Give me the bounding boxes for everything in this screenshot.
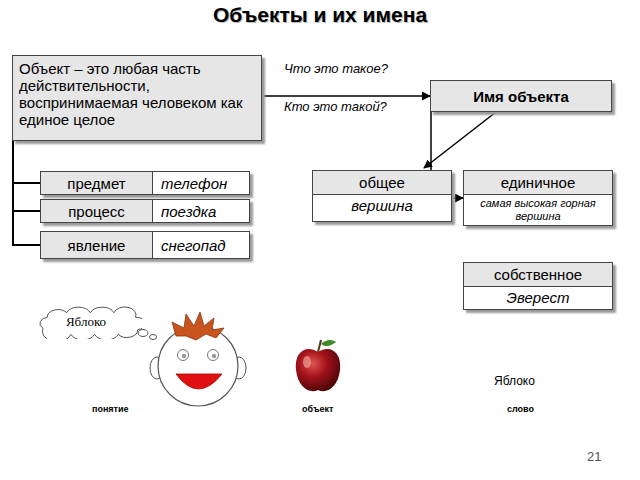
node-heading: Объект – это любая часть действительност…: [19, 60, 255, 128]
example-row: предметтелефон: [40, 171, 250, 195]
node-body: телефон: [153, 172, 249, 194]
bracket-line: [13, 141, 40, 211]
word-label: Яблоко: [494, 374, 535, 388]
arrow-connector: [262, 95, 430, 97]
question-label: Кто это такой?: [284, 99, 387, 114]
thought-cloud: Яблоко: [30, 305, 142, 339]
bracket-line: [13, 141, 40, 183]
node-heading: Яблоко: [66, 314, 106, 330]
node-body: Эверест: [464, 287, 612, 308]
node-heading: Имя объекта: [473, 88, 569, 105]
node-body: снегопад: [153, 232, 249, 258]
name-type-box: единичноесамая высокая горная вершина: [463, 170, 613, 226]
face-figure: [150, 312, 246, 406]
page-number: 21: [587, 449, 601, 464]
definition-box: Объект – это любая часть действительност…: [12, 55, 262, 141]
bracket-line: [13, 141, 40, 245]
node-heading: процесс: [41, 200, 153, 222]
caption-label: понятие: [92, 404, 129, 414]
node-heading: собственное: [464, 263, 612, 287]
name-type-box: собственноеЭверест: [463, 262, 613, 310]
slide-title: Объекты и их имена: [0, 3, 640, 27]
node-heading: единичное: [464, 171, 612, 195]
apple-figure: [296, 340, 340, 391]
node-heading: предмет: [41, 172, 153, 194]
node-body: поездка: [153, 200, 249, 222]
caption-label: слово: [507, 404, 534, 414]
node-heading: явление: [41, 232, 153, 258]
thought-tail: [138, 330, 157, 340]
question-label: Что это такое?: [284, 61, 388, 76]
name-box: Имя объекта: [430, 80, 612, 112]
caption-label: объект: [302, 404, 333, 414]
example-row: процесспоездка: [40, 199, 250, 223]
name-type-box: общеевершина: [312, 170, 452, 222]
arrow-connector: [424, 112, 496, 168]
node-body: самая высокая горная вершина: [464, 195, 612, 224]
node-heading: общее: [313, 171, 451, 195]
node-body: вершина: [313, 195, 451, 216]
example-row: явлениеснегопад: [40, 231, 250, 259]
